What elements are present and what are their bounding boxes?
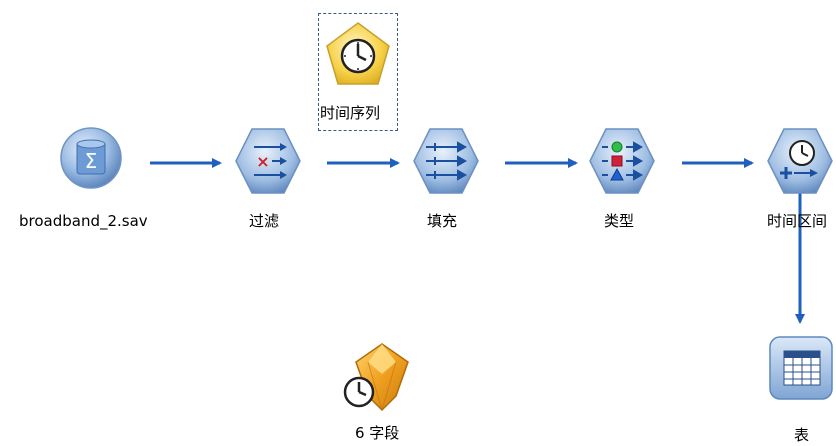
node-model-label: 6 字段 <box>355 424 400 442</box>
node-table-label: 表 <box>794 426 810 444</box>
selection-box <box>318 13 398 131</box>
node-type[interactable] <box>586 125 658 197</box>
node-interval[interactable] <box>764 125 836 197</box>
node-fill-label: 填充 <box>427 212 458 230</box>
node-interval-label: 时间区间 <box>767 212 828 230</box>
gem-clock-icon <box>343 343 409 412</box>
node-type-label: 类型 <box>604 212 635 230</box>
node-table[interactable] <box>768 335 834 405</box>
node-filter[interactable]: × <box>232 125 304 197</box>
svg-text:Σ: Σ <box>85 149 98 173</box>
node-fill[interactable] <box>410 125 482 197</box>
node-source-label: broadband_2.sav <box>19 212 148 230</box>
clock-pentagon-icon <box>326 22 390 85</box>
svg-text:×: × <box>256 152 269 171</box>
node-filter-label: 过滤 <box>249 212 280 230</box>
type-icon <box>589 128 655 194</box>
node-timeseries[interactable] <box>322 20 394 92</box>
node-model[interactable] <box>342 343 416 414</box>
node-source[interactable]: Σ <box>57 124 127 194</box>
fill-icon <box>413 128 479 194</box>
database-sum-icon: Σ <box>60 127 122 189</box>
clock-plus-icon <box>767 128 833 194</box>
table-icon <box>769 336 833 400</box>
node-timeseries-label: 时间序列 <box>320 104 381 122</box>
filter-icon: × <box>235 128 301 194</box>
